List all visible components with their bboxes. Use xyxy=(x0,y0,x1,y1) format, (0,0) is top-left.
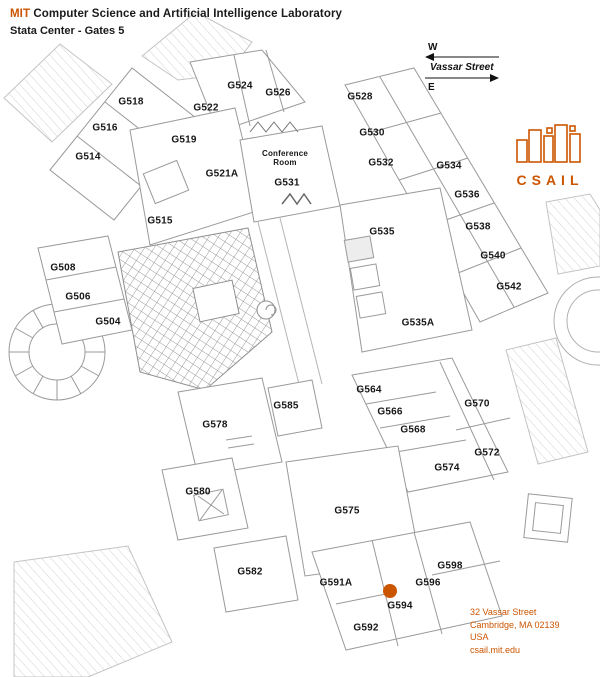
room-label-g575: G575 xyxy=(334,505,360,517)
mit-wordmark: MIT xyxy=(10,8,31,20)
address-block: 32 Vassar Street Cambridge, MA 02139 USA… xyxy=(470,606,560,656)
room-label-g524: G524 xyxy=(227,80,253,92)
wing-west xyxy=(37,235,133,345)
corridor-spine xyxy=(257,217,323,389)
core-block xyxy=(281,187,473,353)
block-conference xyxy=(239,121,341,223)
room-label-g530: G530 xyxy=(359,127,385,139)
room-label-g592: G592 xyxy=(353,622,379,634)
room-label-conference-room: Conference Room xyxy=(261,149,309,167)
csail-wordmark: CSAIL xyxy=(516,172,584,188)
room-label-g598: G598 xyxy=(437,560,463,572)
room-label-g515: G515 xyxy=(147,215,173,227)
room-label-g518: G518 xyxy=(118,96,144,108)
room-label-g526: G526 xyxy=(265,87,291,99)
room-label-g594: G594 xyxy=(387,600,413,612)
csail-logo: CSAIL xyxy=(506,120,594,188)
room-label-g528: G528 xyxy=(347,91,373,103)
room-label-g570: G570 xyxy=(464,398,490,410)
compass-east-label: E xyxy=(428,82,435,93)
page-title: MIT Computer Science and Artificial Inte… xyxy=(10,8,342,20)
address-line-3: USA xyxy=(470,632,489,642)
street-label: Vassar Street xyxy=(430,62,494,73)
building-blocks xyxy=(37,49,573,651)
room-label-g568: G568 xyxy=(400,424,426,436)
room-label-g534: G534 xyxy=(436,160,462,172)
courtyard-crosshatch xyxy=(117,227,273,391)
room-label-g506: G506 xyxy=(65,291,91,303)
room-label-g514: G514 xyxy=(75,151,101,163)
block-g582 xyxy=(213,535,299,613)
address-line-1: 32 Vassar Street xyxy=(470,607,537,617)
room-label-g531: G531 xyxy=(274,177,300,189)
room-label-g572: G572 xyxy=(474,447,500,459)
room-label-g532: G532 xyxy=(368,157,394,169)
room-label-g582: G582 xyxy=(237,566,263,578)
room-label-g578: G578 xyxy=(202,419,228,431)
csail-logo-icon xyxy=(516,124,581,163)
block-g585 xyxy=(267,379,323,437)
room-label-g538: G538 xyxy=(465,221,491,233)
west-arrow-icon xyxy=(425,53,499,61)
room-label-g574: G574 xyxy=(434,462,460,474)
room-label-g542: G542 xyxy=(496,281,522,293)
room-label-g596: G596 xyxy=(415,577,441,589)
room-label-g516: G516 xyxy=(92,122,118,134)
room-label-g580: G580 xyxy=(185,486,211,498)
compass: W Vassar Street E xyxy=(425,42,501,93)
block-g578 xyxy=(177,377,283,477)
spiral-stair xyxy=(256,300,277,320)
pavilion-square xyxy=(523,493,573,543)
round-court-east xyxy=(553,276,600,366)
floor-subtitle: Stata Center - Gates 5 xyxy=(10,25,125,37)
room-label-g521a: G521A xyxy=(205,168,239,180)
room-label-g508: G508 xyxy=(50,262,76,274)
room-label-g585: G585 xyxy=(273,400,299,412)
room-label-g536: G536 xyxy=(454,189,480,201)
org-name: Computer Science and Artificial Intellig… xyxy=(30,8,343,20)
room-label-g504: G504 xyxy=(95,316,121,328)
room-label-g535a: G535A xyxy=(401,317,435,329)
header: MIT Computer Science and Artificial Inte… xyxy=(10,8,342,37)
compass-west-label: W xyxy=(428,42,438,53)
room-label-g522: G522 xyxy=(193,102,219,114)
room-label-g535: G535 xyxy=(369,226,395,238)
room-label-g591a: G591A xyxy=(319,577,353,589)
block-g580 xyxy=(161,457,249,541)
address-line-2: Cambridge, MA 02139 xyxy=(470,619,560,630)
room-label-g566: G566 xyxy=(377,406,403,418)
csail-url-link[interactable]: csail.mit.edu xyxy=(470,644,521,655)
room-label-g540: G540 xyxy=(480,250,506,262)
east-arrow-icon xyxy=(425,74,499,82)
location-marker xyxy=(383,584,397,598)
room-label-g519: G519 xyxy=(171,134,197,146)
courtyard-landing xyxy=(192,279,240,323)
room-label-g564: G564 xyxy=(356,384,382,396)
